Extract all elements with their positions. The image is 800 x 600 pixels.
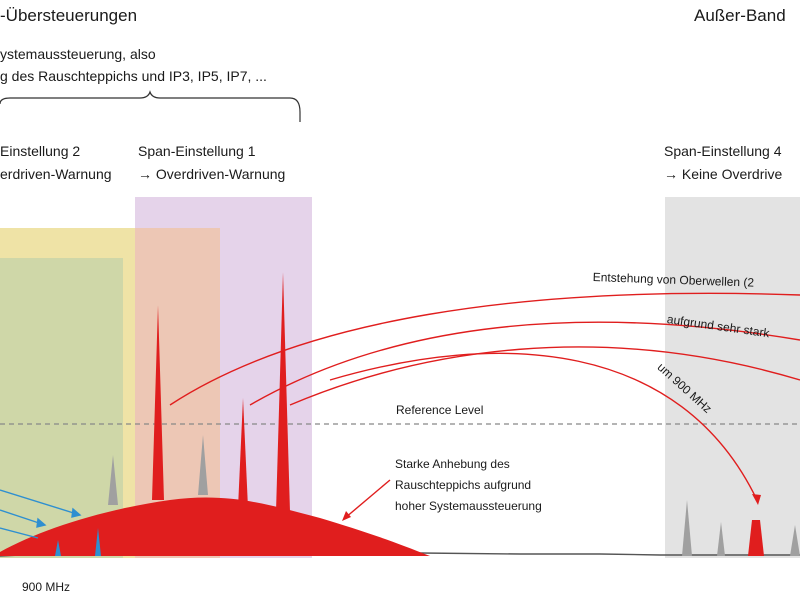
span-setting-1-title: Span-Einstellung 1 [138,143,256,159]
grey-peak [682,500,692,556]
blue-peak [95,528,101,556]
frequency-label: 900 MHz [22,580,71,594]
grey-peak [717,522,725,556]
noise-arrow [344,479,391,519]
grey-peak [198,435,208,495]
span-setting-2-subtitle: erdriven-Warnung [0,166,112,182]
bracket-brace [0,90,301,122]
grey-peak [790,525,800,556]
harmonic-arrowhead [752,494,761,505]
blue-arrows [0,489,82,539]
noise-raise-line-3: hoher Systemaussteuerung [395,499,542,513]
grey-peak [108,455,118,505]
noise-raise-line-1: Starke Anhebung des [395,457,510,471]
note-line-2: g des Rauschteppichs und IP3, IP5, IP7, … [0,68,267,84]
harmonic-curves [169,292,800,501]
reference-level-label: Reference Level [396,403,484,417]
span-setting-2-title: Einstellung 2 [0,143,81,159]
span-band-green [0,258,123,558]
noise-raise-line-2: Rauschteppichs aufgrund [395,478,532,492]
span-band-grey [665,197,800,558]
note-line-1: ystemaussteuerung, also [0,46,156,62]
blue-peak [55,540,61,556]
red-peak [238,398,248,508]
red-peak [276,272,290,512]
noise-arrowhead [342,511,351,521]
title-right: Außer-Band [694,6,786,25]
span-setting-1-subtitle: → Overdriven-Warnung [138,166,286,182]
span-setting-4-title: Span-Einstellung 4 [664,143,782,159]
title-left: -Übersteuerungen [0,6,138,25]
red-peak [748,520,764,556]
red-peak [152,305,164,500]
span-setting-4-subtitle: → Keine Overdrive [664,166,783,182]
noise-hump [0,497,430,556]
